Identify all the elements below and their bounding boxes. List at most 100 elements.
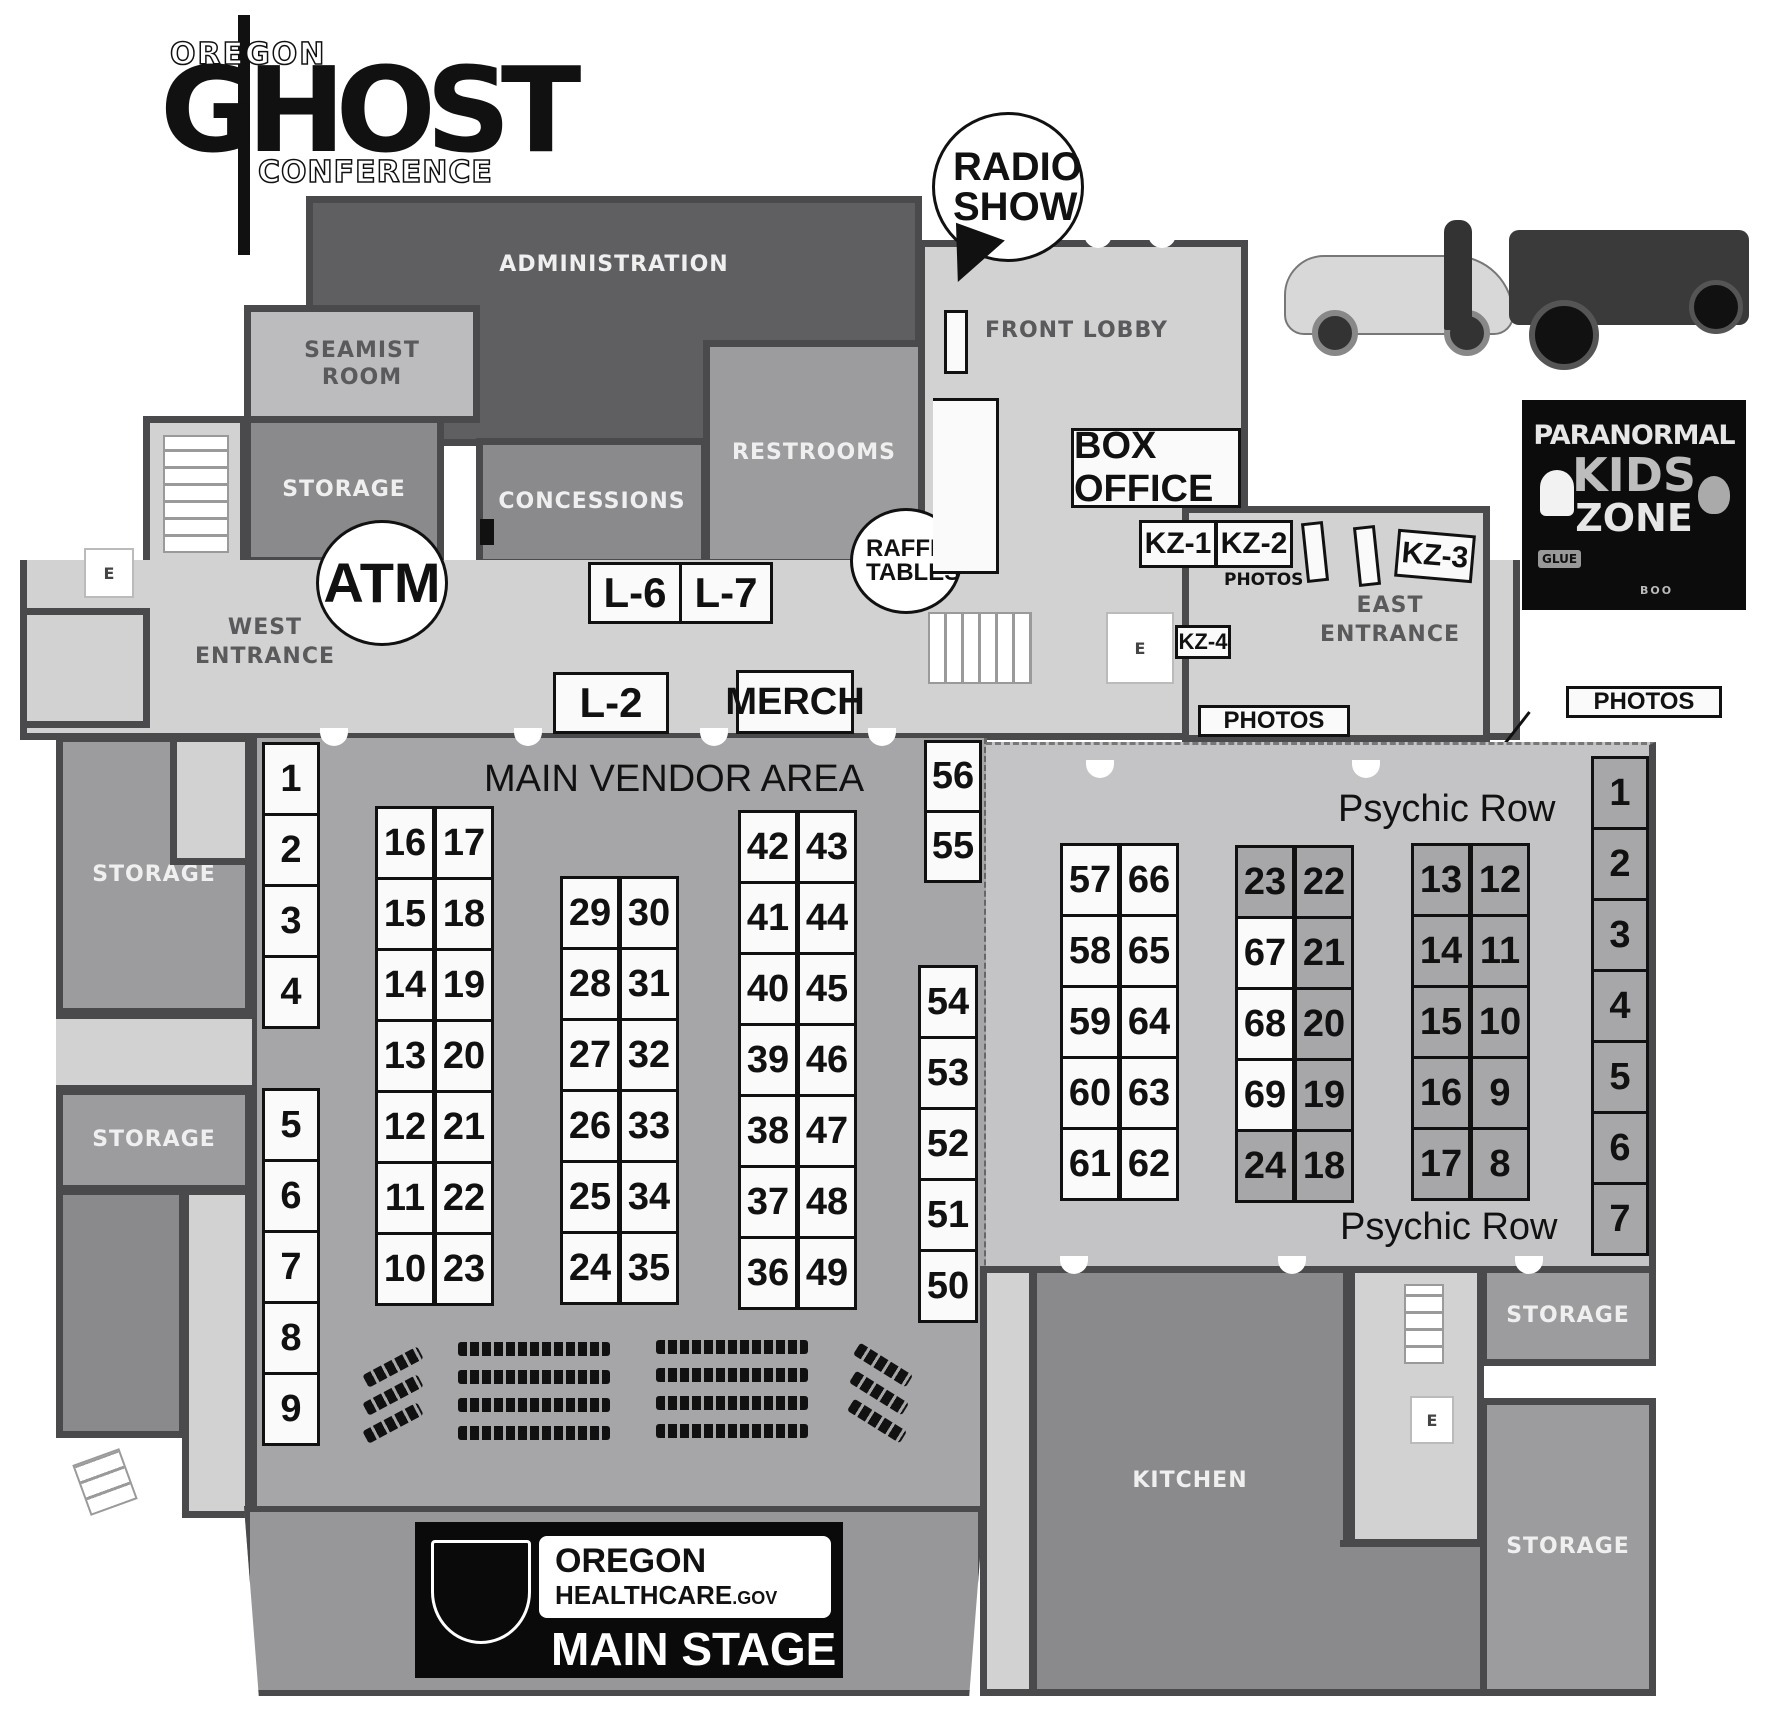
vendor-booth[interactable]: 27 <box>560 1018 620 1092</box>
vendor-booth[interactable]: 20 <box>1294 987 1354 1061</box>
vendor-booth[interactable]: 60 <box>1060 1056 1120 1130</box>
vendor-booth[interactable]: 22 <box>1294 845 1354 919</box>
vendor-booth[interactable]: 41 <box>738 881 798 955</box>
lobby-table-l2[interactable]: L-2 <box>553 672 669 734</box>
vendor-booth[interactable]: 62 <box>1119 1127 1179 1201</box>
vendor-booth[interactable]: 31 <box>619 947 679 1021</box>
box-office[interactable]: BOX OFFICE <box>1071 425 1241 510</box>
vendor-booth[interactable]: 46 <box>797 1023 857 1097</box>
vendor-booth[interactable]: 9 <box>1470 1056 1530 1130</box>
vendor-booth[interactable]: 50 <box>918 1249 978 1323</box>
vendor-booth[interactable]: 52 <box>918 1107 978 1181</box>
vendor-booth[interactable]: 18 <box>434 877 494 951</box>
photos-lobby-tag[interactable]: PHOTOS <box>1198 705 1350 737</box>
vendor-booth[interactable]: 64 <box>1119 985 1179 1059</box>
vendor-booth[interactable]: 35 <box>619 1231 679 1305</box>
vendor-booth[interactable]: 15 <box>375 877 435 951</box>
vendor-booth[interactable]: 44 <box>797 881 857 955</box>
vendor-booth[interactable]: 22 <box>434 1161 494 1235</box>
vendor-booth[interactable]: 5 <box>1591 1040 1649 1114</box>
vendor-booth[interactable]: 14 <box>1411 914 1471 988</box>
vendor-booth[interactable]: 38 <box>738 1094 798 1168</box>
vendor-booth[interactable]: 9 <box>262 1372 320 1446</box>
vendor-booth[interactable]: 21 <box>434 1090 494 1164</box>
vendor-booth[interactable]: 67 <box>1235 916 1295 990</box>
lobby-table-l7[interactable]: L-7 <box>679 562 773 624</box>
vendor-booth[interactable]: 6 <box>1591 1111 1649 1185</box>
vendor-booth[interactable]: 11 <box>375 1161 435 1235</box>
vendor-booth[interactable]: 16 <box>375 806 435 880</box>
vendor-booth[interactable]: 33 <box>619 1089 679 1163</box>
atm-bubble[interactable]: ATM <box>316 520 448 646</box>
vendor-booth[interactable]: 18 <box>1294 1129 1354 1203</box>
vendor-booth[interactable]: 40 <box>738 952 798 1026</box>
vendor-booth[interactable]: 7 <box>262 1230 320 1304</box>
vendor-booth[interactable]: 66 <box>1119 843 1179 917</box>
vendor-booth[interactable]: 26 <box>560 1089 620 1163</box>
vendor-booth[interactable]: 54 <box>918 965 978 1039</box>
vendor-booth[interactable]: 34 <box>619 1160 679 1234</box>
vendor-booth[interactable]: 65 <box>1119 914 1179 988</box>
vendor-booth[interactable]: 48 <box>797 1165 857 1239</box>
vendor-booth[interactable]: 10 <box>375 1232 435 1306</box>
kids-zone-table-kz1[interactable]: KZ-1 <box>1139 520 1217 568</box>
vendor-booth[interactable]: 23 <box>1235 845 1295 919</box>
vendor-booth[interactable]: 12 <box>375 1090 435 1164</box>
vendor-booth[interactable]: 1 <box>1591 756 1649 830</box>
vendor-booth[interactable]: 32 <box>619 1018 679 1092</box>
vendor-booth[interactable]: 58 <box>1060 914 1120 988</box>
vendor-booth[interactable]: 24 <box>560 1231 620 1305</box>
vendor-booth[interactable]: 19 <box>434 948 494 1022</box>
vendor-booth[interactable]: 8 <box>1470 1127 1530 1201</box>
vendor-booth[interactable]: 4 <box>262 955 320 1029</box>
vendor-booth[interactable]: 7 <box>1591 1182 1649 1256</box>
vendor-booth[interactable]: 3 <box>1591 898 1649 972</box>
photos-east-tag[interactable]: PHOTOS <box>1566 686 1722 718</box>
vendor-booth[interactable]: 4 <box>1591 969 1649 1043</box>
vendor-booth[interactable]: 37 <box>738 1165 798 1239</box>
vendor-booth[interactable]: 21 <box>1294 916 1354 990</box>
vendor-booth[interactable]: 10 <box>1470 985 1530 1059</box>
vendor-booth[interactable]: 30 <box>619 876 679 950</box>
vendor-booth[interactable]: 13 <box>1411 843 1471 917</box>
vendor-booth[interactable]: 15 <box>1411 985 1471 1059</box>
vendor-booth[interactable]: 25 <box>560 1160 620 1234</box>
kids-zone-table-kz2[interactable]: KZ-2 <box>1215 520 1293 568</box>
vendor-booth[interactable]: 53 <box>918 1036 978 1110</box>
vendor-booth[interactable]: 16 <box>1411 1056 1471 1130</box>
vendor-booth[interactable]: 57 <box>1060 843 1120 917</box>
vendor-booth[interactable]: 14 <box>375 948 435 1022</box>
radio-show-bubble[interactable]: RADIO SHOW <box>932 112 1084 262</box>
vendor-booth[interactable]: 29 <box>560 876 620 950</box>
lobby-table-l6[interactable]: L-6 <box>588 562 682 624</box>
vendor-booth[interactable]: 20 <box>434 1019 494 1093</box>
vendor-booth[interactable]: 51 <box>918 1178 978 1252</box>
vendor-booth[interactable]: 23 <box>434 1232 494 1306</box>
vendor-booth[interactable]: 6 <box>262 1159 320 1233</box>
vendor-booth[interactable]: 2 <box>262 813 320 887</box>
vendor-booth[interactable]: 63 <box>1119 1056 1179 1130</box>
vendor-booth[interactable]: 43 <box>797 810 857 884</box>
vendor-booth[interactable]: 39 <box>738 1023 798 1097</box>
vendor-booth[interactable]: 55 <box>924 810 982 883</box>
kids-zone-table-kz3[interactable]: KZ-3 <box>1394 528 1476 584</box>
vendor-booth[interactable]: 12 <box>1470 843 1530 917</box>
vendor-booth[interactable]: 47 <box>797 1094 857 1168</box>
vendor-booth[interactable]: 69 <box>1235 1058 1295 1132</box>
vendor-booth[interactable]: 36 <box>738 1236 798 1310</box>
vendor-booth[interactable]: 3 <box>262 884 320 958</box>
vendor-booth[interactable]: 5 <box>262 1088 320 1162</box>
vendor-booth[interactable]: 68 <box>1235 987 1295 1061</box>
vendor-booth[interactable]: 17 <box>434 806 494 880</box>
vendor-booth[interactable]: 42 <box>738 810 798 884</box>
vendor-booth[interactable]: 17 <box>1411 1127 1471 1201</box>
merch-table[interactable]: MERCH <box>725 670 865 734</box>
vendor-booth[interactable]: 61 <box>1060 1127 1120 1201</box>
vendor-booth[interactable]: 28 <box>560 947 620 1021</box>
vendor-booth[interactable]: 24 <box>1235 1129 1295 1203</box>
vendor-booth[interactable]: 2 <box>1591 827 1649 901</box>
vendor-booth[interactable]: 49 <box>797 1236 857 1310</box>
vendor-booth[interactable]: 8 <box>262 1301 320 1375</box>
vendor-booth[interactable]: 13 <box>375 1019 435 1093</box>
vendor-booth[interactable]: 45 <box>797 952 857 1026</box>
